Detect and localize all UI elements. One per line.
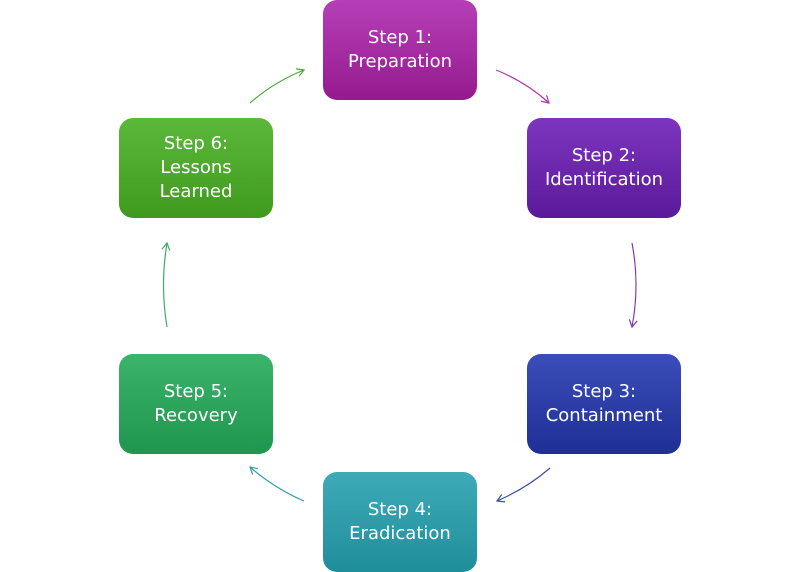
step-5-box: Step 5: Recovery [119,354,273,454]
step-6-box: Step 6: Lessons Learned [119,118,273,218]
step-6-title-line2: Learned [159,181,233,202]
step-4-box: Step 4: Eradication [323,472,477,572]
arrow-step4-to-step5 [249,466,305,502]
step-2-number: Step 2: [571,145,637,166]
step-1-number: Step 1: [367,27,433,48]
arrow-step6-to-step1 [249,68,306,104]
arrow-step2-to-step3 [628,242,638,329]
step-1-title: Preparation [348,51,452,72]
step-2-title: Identification [544,169,664,190]
arrow-step3-to-step4 [495,467,551,503]
step-3-box: Step 3: Containment [527,354,681,454]
arrow-step5-to-step6 [161,241,171,328]
step-4-number: Step 4: [367,499,433,520]
step-6-title: Lessons [160,157,232,178]
arrow-step1-to-step2 [495,69,550,104]
step-2-box: Step 2: Identification [527,118,681,218]
step-3-number: Step 3: [571,381,637,402]
step-1-box: Step 1: Preparation [323,0,477,100]
step-5-title: Recovery [154,405,238,426]
step-3-title: Containment [545,405,663,426]
step-6-number: Step 6: [163,133,229,154]
step-4-title: Eradication [349,523,451,544]
step-5-number: Step 5: [163,381,229,402]
